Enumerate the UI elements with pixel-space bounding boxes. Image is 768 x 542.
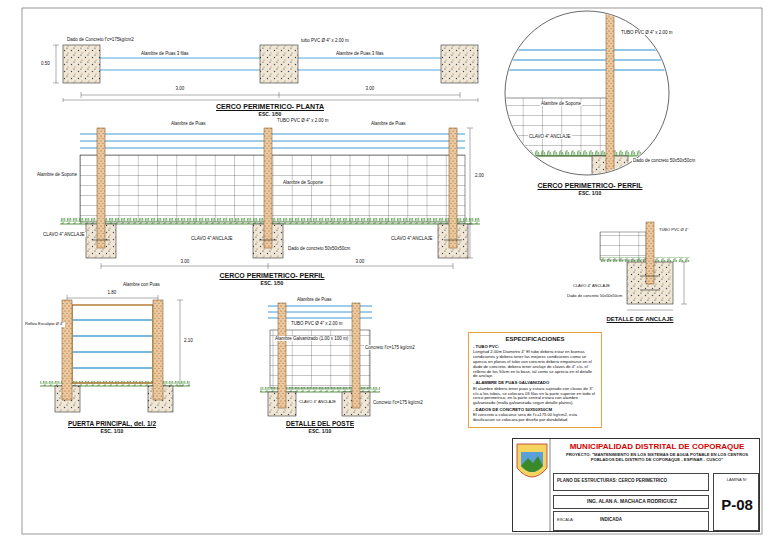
spec-box: ESPECIFICACIONES - TUBO PVC:Longitud 2.00… (468, 332, 602, 428)
spec-subheading: - DADOS DE CONCRETO 50X50X50CM (473, 408, 597, 413)
dimension-label: 2.10 (183, 338, 194, 343)
callout-label: TUBO PVC Ø 4" x 2.00 m (620, 30, 674, 35)
plan-cell: PLANO DE ESTRUCTURAS: CERCO PERIMETRICO (553, 473, 709, 491)
callout-label: Dado de concreto 50x50x50cm (566, 294, 623, 299)
scale-label: ESC. 1/50 (260, 281, 285, 287)
scale-label: ESC. 1/10 (100, 429, 125, 435)
dimension-label: 2.00 (474, 173, 485, 178)
sheet-label: LAMINA N° (714, 478, 760, 483)
callout-label: CLAVO 4" ANCLAJE (528, 134, 572, 139)
callout-label: Alambre con Puas (122, 282, 161, 287)
callout-label: TUBO PVC Ø 4" x 2.00 m (290, 321, 344, 326)
callout-label: tubo PVC Ø 4" x 2.00 m (300, 38, 350, 43)
spec-subheading: - TUBO PVC: (473, 345, 597, 350)
callout-label: Dado de Concreto f'c=175kg/cm2 (66, 37, 135, 42)
dimension-label: 1.80 (107, 290, 118, 295)
plan-name: PLANO DE ESTRUCTURAS: CERCO PERIMETRICO (557, 478, 707, 483)
dimension-label: 3.00 (180, 259, 191, 264)
callout-label: Dado de concreto 50x50x50cm (287, 246, 351, 251)
scale-label: ESC. 1/50 (258, 112, 283, 118)
spec-heading: ESPECIFICACIONES (473, 336, 597, 343)
dimension-label: 0.50 (40, 61, 51, 66)
dimension-label: 3.00 (355, 259, 366, 264)
callout-label: Alambre de Soporte (282, 180, 324, 185)
scale-cell: ESCALA:INDICADA (553, 511, 709, 531)
callout-label: Concreto f'c=175 kg/cm2 (364, 345, 416, 350)
scale-label: ESCALA: (557, 518, 597, 523)
dimension-label: 3.00 (175, 86, 186, 91)
sheet-number: P-08 (714, 496, 760, 513)
callout-label: Rollizo Eucalipto Ø 4" (24, 322, 65, 327)
callout-label: Alambre de Puas 3 filas (335, 51, 385, 56)
spec-text: El concreto a colocarse sera de f'c=175.… (473, 413, 597, 423)
callout-label: Dado de concreto 50x50x50cm (632, 158, 696, 163)
engineer-cell: ING. ALAN A. MACHACA RODRIGUEZ (553, 495, 709, 509)
sheet-cell: LAMINA N° P-08 (713, 473, 759, 531)
callout-label: TUBO PVC Ø 4" x 2.00 m (276, 118, 330, 123)
callout-label: CLAVO 4" ANCLAJE (390, 236, 434, 241)
view-title: CERCO PERIMETRICO- PLANTA (215, 103, 325, 111)
view-title: PUERTA PRINCIPAL, del. 1/2 (67, 420, 157, 427)
view-title: DETALLE DE ANCLAJE (605, 316, 674, 323)
spec-text: Longitud 2.00m Diametro 4" El tubo deber… (473, 350, 597, 379)
callout-label: Alambre de Puas (370, 121, 407, 126)
title-block: MUNICIPALIDAD DISTRITAL DE COPORAQUE PROY… (512, 438, 760, 532)
view-title: CERCO PERIMETRICO- PERFIL (218, 272, 325, 280)
callout-label: CLAVO 4" ANCLAJE (298, 400, 337, 405)
callout-label: TUBO PVC Ø 4" (658, 228, 689, 233)
dimension-label: 3.00 (365, 86, 376, 91)
callout-label: Concreto f'c=175 kg/cm2 (372, 400, 424, 405)
spec-text: El alambre debera tener puas y estara su… (473, 387, 597, 406)
callout-label: Alambre de Soporte (540, 101, 582, 106)
callout-label: Alambre de Puas 3 filas (140, 51, 190, 56)
spec-subheading: - ALAMBRE DE PUAS GALVANIZADO (473, 381, 597, 386)
callout-label: CLAVO 4" ANCLAJE (190, 236, 234, 241)
institution-name: MUNICIPALIDAD DISTRITAL DE COPORAQUE (557, 442, 757, 451)
callout-label: Alambre de Soporte (36, 172, 78, 177)
view-title: CERCO PERIMETRICO- PERFIL (536, 182, 643, 190)
callout-label: CLAVO 4" ANCLAJE (572, 284, 611, 289)
scale-label: ESC. 1/10 (578, 191, 603, 197)
engineer-name: ING. ALAN A. MACHACA RODRIGUEZ (557, 499, 707, 505)
scale-value: INDICADA (600, 517, 700, 522)
callout-label: Alambre de Puas (170, 121, 207, 126)
callout-label: CLAVO 4" ANCLAJE (42, 232, 86, 237)
scale-label: ESC. 1/10 (308, 429, 333, 435)
callout-label: Alambre de Puas (296, 297, 333, 302)
callout-label: Alambre Galvanizado (1.00 x 100 m) (274, 336, 349, 341)
view-title: DETALLE DEL POSTE (285, 420, 355, 427)
project-name: PROYECTO: "MANTENIMIENTO EN LOS SISTEMAS… (557, 453, 757, 463)
